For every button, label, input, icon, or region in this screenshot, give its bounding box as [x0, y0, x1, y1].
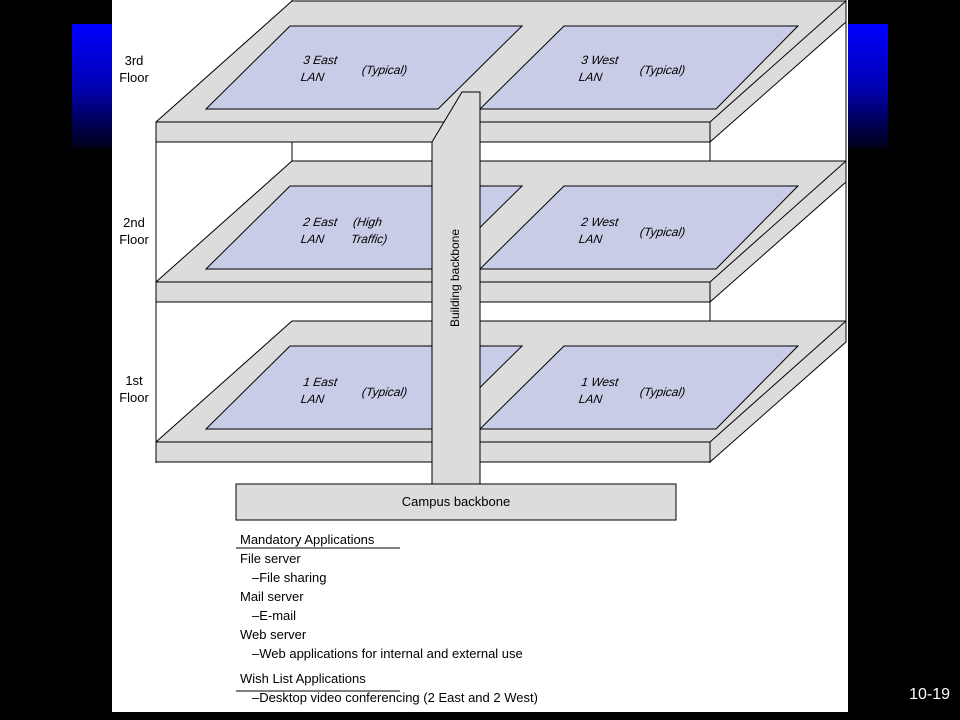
floor-slab-1 — [155, 320, 847, 463]
lan-2-east-label: 2 East LAN — [299, 215, 339, 246]
mandatory-app-item: Web server — [240, 627, 307, 642]
building-backbone-label: Building backbone — [448, 228, 463, 328]
floor-label-3: 3rd Floor — [119, 53, 149, 85]
mandatory-app-item: File server — [240, 551, 301, 566]
wish-items: –Desktop video conferencing (2 East and … — [240, 688, 538, 707]
lan-1-west-label: 1 West LAN — [577, 375, 620, 406]
lan-3-east-label: 3 East LAN — [299, 53, 339, 84]
mandatory-app-item: Mail server — [240, 589, 304, 604]
lan-1-west-note: (Typical) — [639, 385, 687, 399]
floor-label-1: 1st Floor — [119, 373, 149, 405]
lan-2-west-note: (Typical) — [639, 225, 687, 239]
mandatory-heading: Mandatory Applications — [240, 532, 375, 547]
lan-3-east-note: (Typical) — [361, 63, 409, 77]
lan-zone-2-west — [478, 185, 800, 270]
diagram-panel: 3rd Floor 2nd Floor 1st Floor 3 East LAN… — [112, 0, 848, 712]
campus-backbone — [235, 483, 677, 521]
lan-zone-1-west — [478, 345, 800, 430]
mandatory-app-item: –File sharing — [252, 570, 327, 585]
floor-label-2: 2nd Floor — [119, 215, 149, 247]
lan-1-east-note: (Typical) — [361, 385, 409, 399]
lan-3-west-note: (Typical) — [639, 63, 687, 77]
wish-heading: Wish List Applications — [240, 671, 366, 686]
lan-3-west-label: 3 West LAN — [577, 53, 620, 84]
lan-1-east-label: 1 East LAN — [299, 375, 339, 406]
slide-number: 10-19 — [909, 686, 950, 703]
building-diagram — [155, 0, 847, 692]
lan-zone-3-east — [204, 25, 524, 110]
floor-slab-3 — [155, 0, 847, 143]
mandatory-app-item: –Web applications for internal and exter… — [252, 646, 523, 661]
mandatory-app-item: –E-mail — [252, 608, 297, 623]
wish-app-item: –Desktop video conferencing (2 East and … — [252, 690, 538, 705]
floor-slab-2 — [155, 160, 847, 303]
lan-2-west-label: 2 West LAN — [577, 215, 620, 246]
lan-zone-3-west — [478, 25, 800, 110]
applications-list: Mandatory Applications File server –File … — [240, 530, 538, 707]
lan-2-east-note: (High Traffic) — [349, 215, 389, 246]
campus-backbone-label: Campus backbone — [401, 494, 511, 509]
